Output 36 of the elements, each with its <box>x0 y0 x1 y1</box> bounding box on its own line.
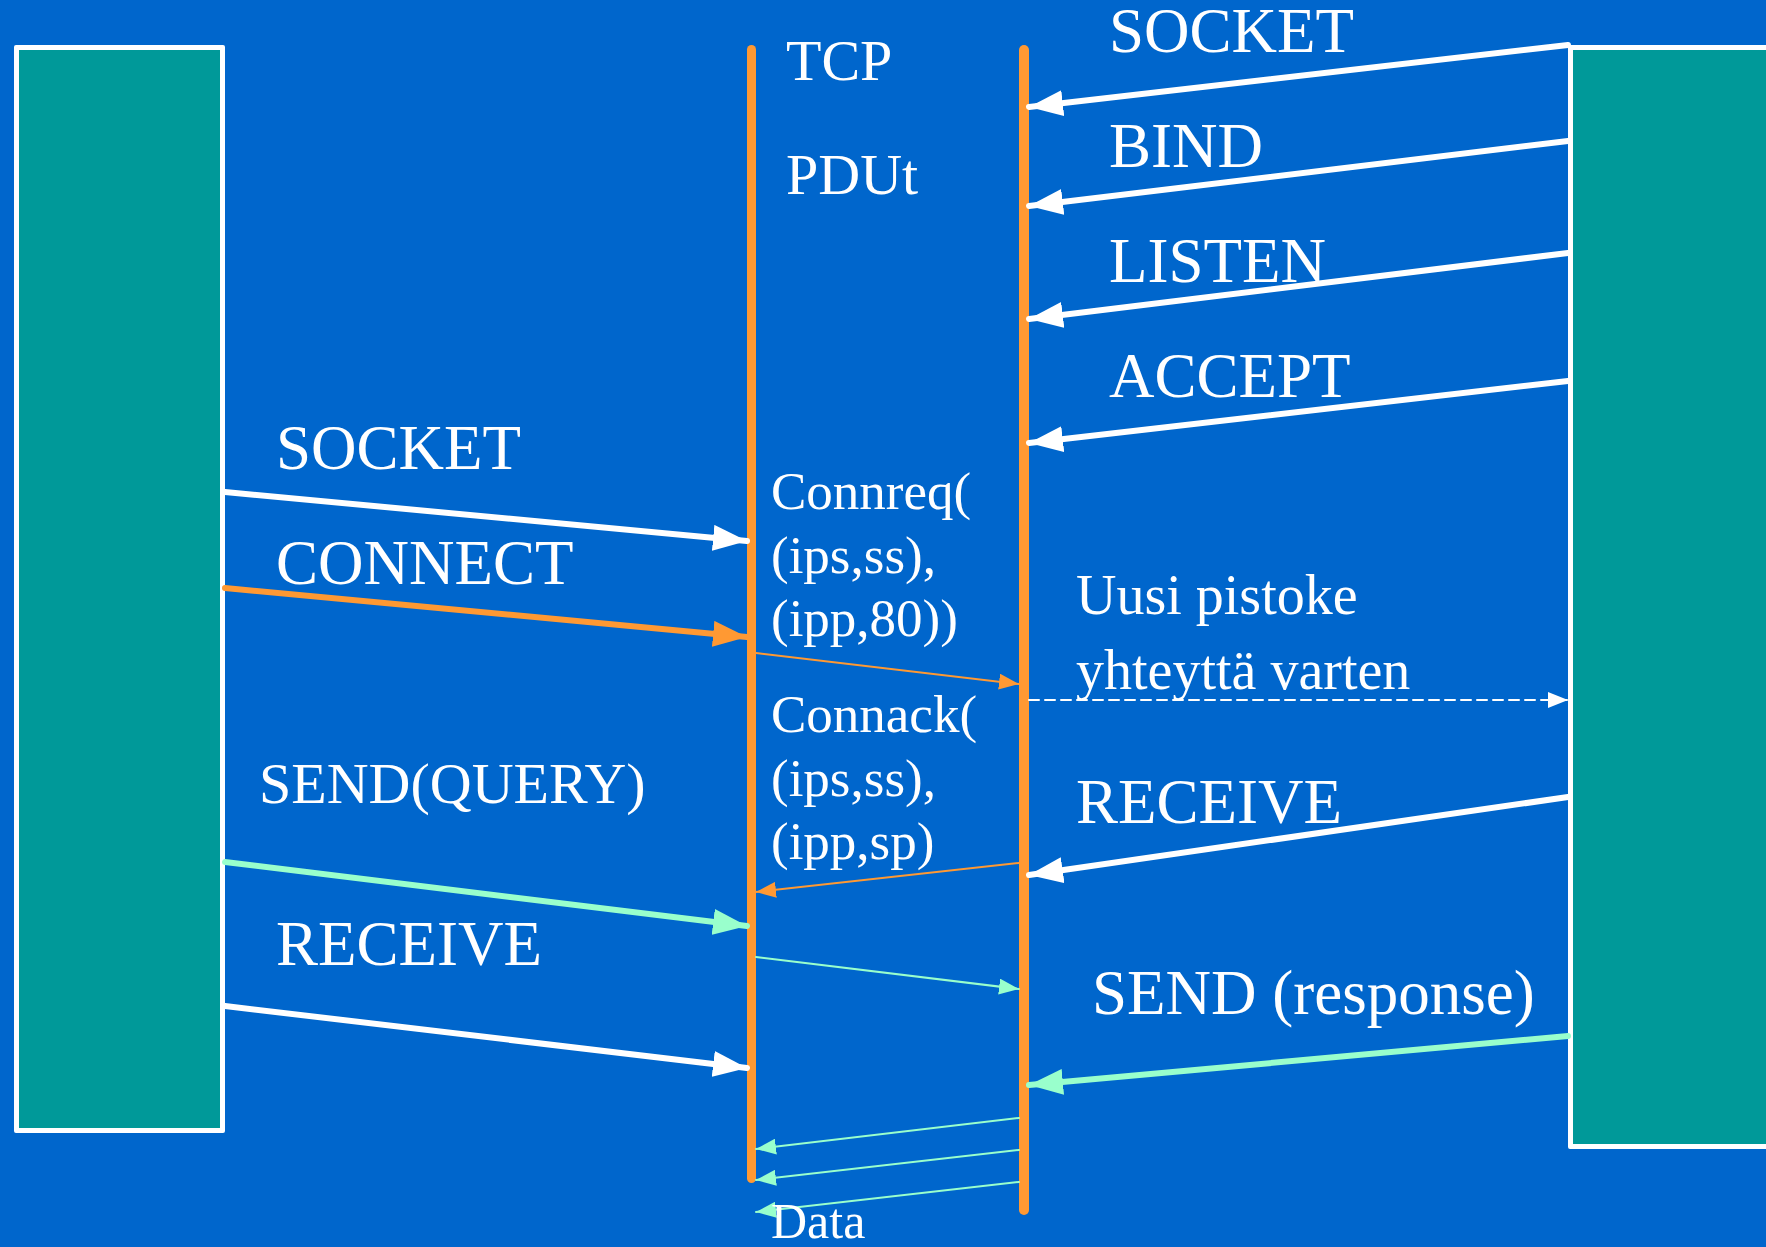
arrow <box>1026 42 1571 117</box>
edge-label: Connreq( (ips,ss), (ipp,80)) <box>771 461 973 650</box>
arrow <box>1026 138 1571 215</box>
edge-label: ACCEPT <box>1109 345 1351 408</box>
edge-label: RECEIVE <box>276 913 542 976</box>
arrow <box>755 1117 1020 1155</box>
arrow <box>222 489 750 551</box>
edge-label: LISTEN <box>1109 230 1326 293</box>
layer-label: PDUt <box>786 146 919 204</box>
arrow <box>1026 250 1571 328</box>
edge-label: CONNECT <box>276 532 574 595</box>
arrow <box>1026 1033 1571 1095</box>
host-box <box>14 45 225 1133</box>
arrow <box>222 585 750 647</box>
dashed-arrow <box>1028 692 1569 708</box>
arrow <box>755 1181 1020 1218</box>
edge-label: SOCKET <box>276 417 522 480</box>
arrow <box>1026 378 1571 453</box>
edge-label: Data <box>771 1196 866 1246</box>
edge-label: BIND <box>1109 115 1263 178</box>
edge-label: Connack( (ips,ss), (ipp,sp) <box>771 684 979 873</box>
arrow <box>222 859 750 935</box>
arrow <box>222 1003 750 1077</box>
timeline-bar <box>1019 45 1029 1215</box>
arrow <box>755 862 1020 898</box>
edge-label: RECEIVE <box>1076 771 1342 834</box>
timeline-bar <box>747 45 756 1183</box>
arrow <box>755 956 1020 995</box>
host-box <box>1568 45 1766 1149</box>
arrow <box>755 1149 1020 1186</box>
arrow <box>755 652 1020 690</box>
edge-label: Uusi pistoke yhteyttä varten <box>1076 563 1412 704</box>
layer-label: TCP <box>786 32 893 90</box>
edge-label: SEND(QUERY) <box>259 755 646 813</box>
arrow <box>1026 794 1571 883</box>
edge-label: SOCKET <box>1109 0 1355 63</box>
